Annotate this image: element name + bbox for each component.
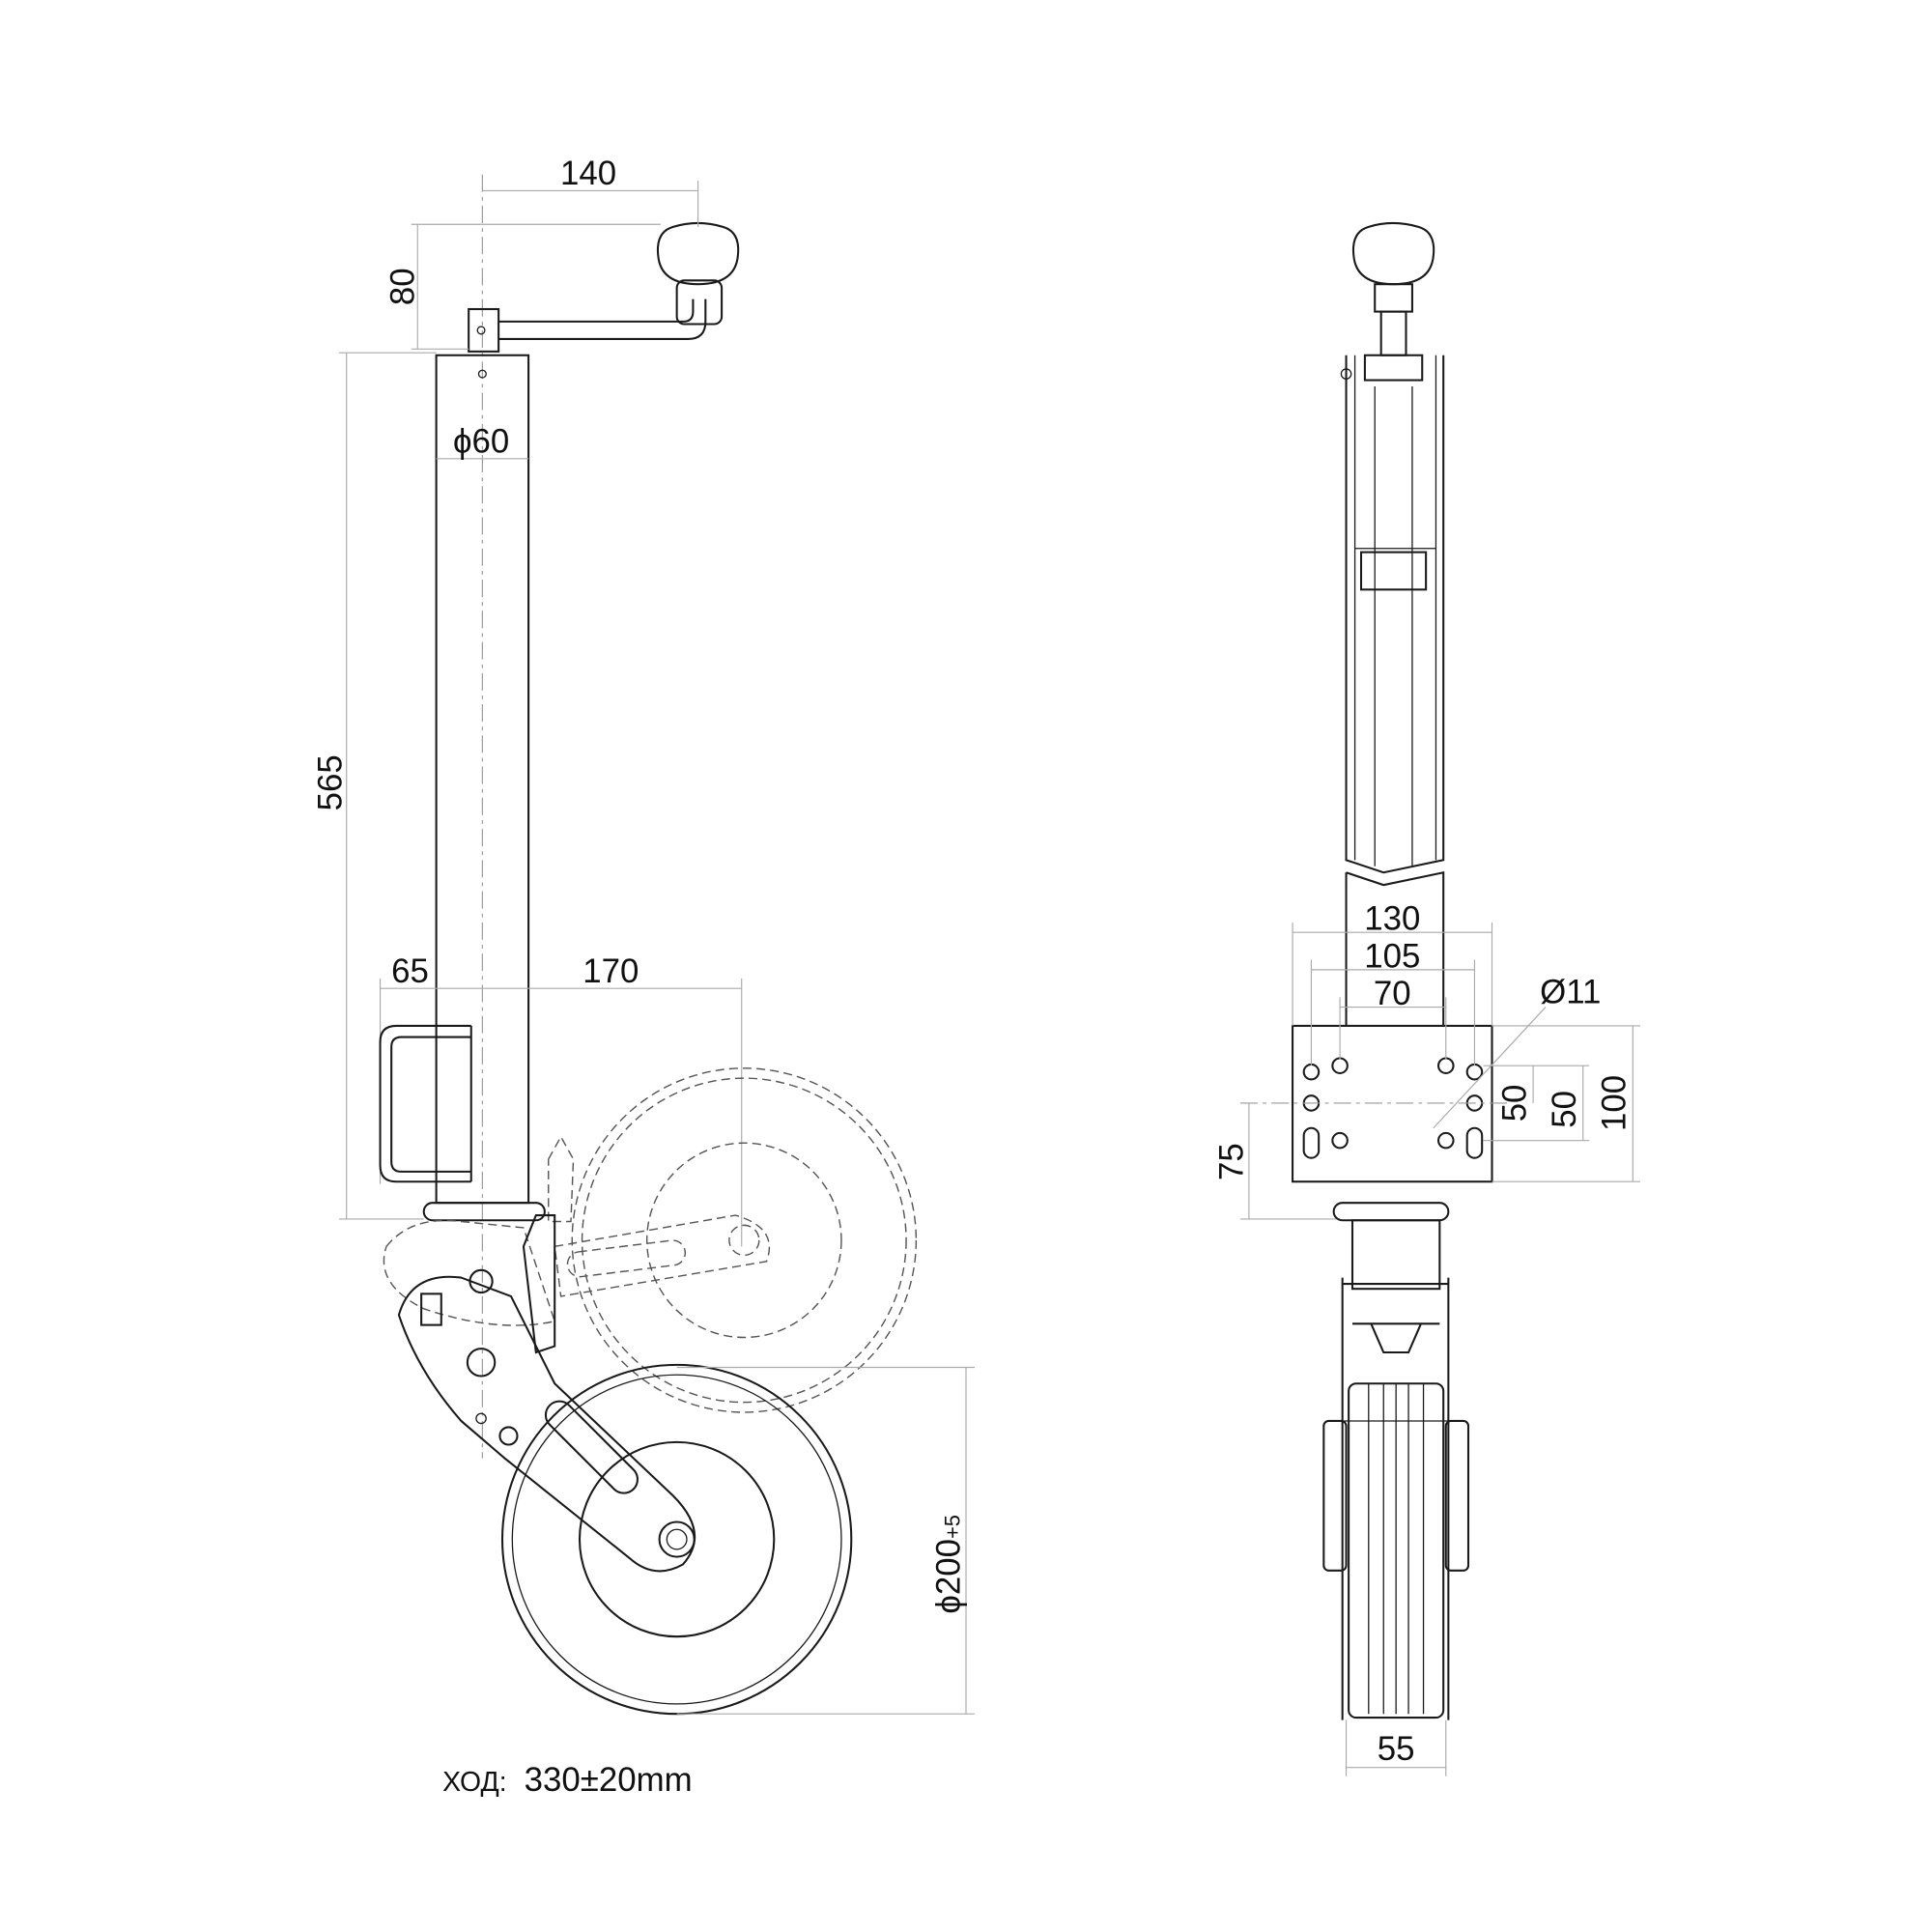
tube: [1345, 355, 1445, 874]
dim-label: 130: [1364, 900, 1420, 938]
clamp-bracket: [379, 1024, 471, 1183]
plate-offset-dim: 75: [1212, 1102, 1341, 1220]
dim-label: 65: [391, 952, 429, 990]
raised-wheel-position: [383, 1067, 918, 1413]
dim-label: 75: [1212, 1143, 1250, 1180]
swing-arm: [397, 1214, 696, 1573]
dim-label: 50: [1495, 1085, 1533, 1122]
front-view: 130 105 70 Ø11 50 50 100 75: [1212, 221, 1641, 1776]
dimension-phi200: ϕ200+5: [676, 1366, 976, 1715]
lower-wheel: [500, 1363, 853, 1716]
svg-text:ϕ200+5: ϕ200+5: [930, 1515, 968, 1614]
handle-knob: [1351, 221, 1435, 286]
dim-label: ϕ200: [930, 1539, 968, 1614]
plate-height-dims: 50 50 100: [1483, 1025, 1641, 1182]
wheel-front: [1322, 1382, 1470, 1719]
crank-handle: [468, 221, 740, 353]
dim-label: 140: [560, 155, 616, 192]
pin-hole: [477, 369, 487, 379]
dim-label: Ø11: [1540, 974, 1601, 1011]
plate-width-dims: 130 105 70: [1292, 900, 1493, 1066]
dim-label: 55: [1378, 1730, 1415, 1768]
mounting-plate: [1292, 1024, 1493, 1183]
handle-stem: [1374, 283, 1413, 313]
dim-label: 565: [312, 754, 350, 810]
dim-label: 100: [1596, 1075, 1634, 1131]
dimension-phi60: ϕ60: [436, 422, 529, 460]
dim-label: 105: [1364, 937, 1420, 975]
fork: [1341, 1277, 1450, 1720]
dim-label: 70: [1374, 975, 1411, 1012]
hole-diameter-callout: Ø11: [1433, 974, 1601, 1129]
dim-label: 80: [384, 268, 421, 305]
dimension-140: 140: [482, 155, 699, 227]
dimension-565: 565: [312, 352, 437, 1220]
dim-label: 50: [1546, 1091, 1583, 1128]
collar: [1332, 1202, 1450, 1222]
side-view: 140 80 565 ϕ60 65 170: [312, 155, 976, 1799]
dim-label: ϕ60: [453, 422, 509, 460]
mounting-holes: [1302, 1057, 1484, 1159]
collar: [422, 1202, 546, 1222]
dim-label: 170: [582, 952, 639, 990]
dimension-80: 80: [384, 223, 661, 350]
stroke-note: ХОД:330±20mm: [442, 1761, 693, 1799]
tolerance-label: +5: [941, 1515, 965, 1539]
wheel-width-dim: 55: [1345, 1719, 1447, 1776]
